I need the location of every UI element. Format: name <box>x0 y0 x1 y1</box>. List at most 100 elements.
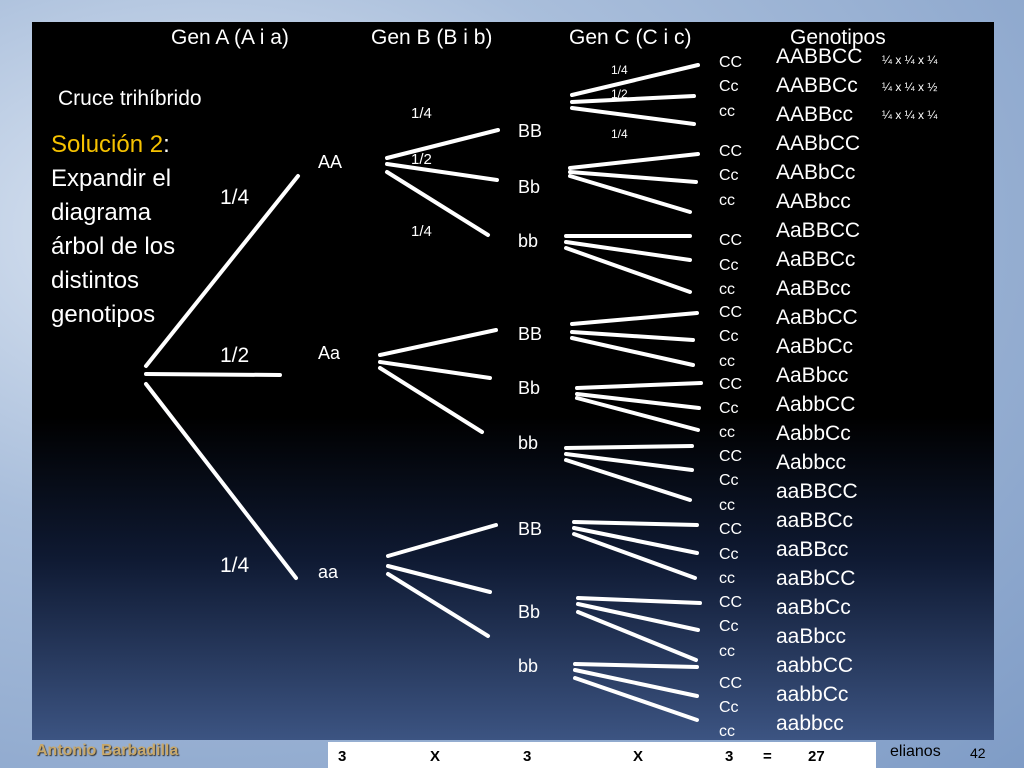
calc-op-1: X <box>430 748 441 765</box>
node-cc: cc <box>719 497 735 514</box>
cruce-label: Cruce trihíbrido <box>58 87 202 110</box>
genotype-5: AABbCc <box>776 161 856 184</box>
black-panel <box>32 22 994 740</box>
prob-l3-2: 1/2 <box>611 87 628 101</box>
calc-equals: = <box>763 748 772 765</box>
genotype-3: AABBcc <box>776 103 854 126</box>
genotype-18: aaBBcc <box>776 538 849 561</box>
fraction-2: ¼ x ¼ x ½ <box>882 80 938 94</box>
genotype-10: AaBbCC <box>776 306 858 329</box>
branch-l1-top <box>144 174 300 368</box>
genotype-21: aaBbcc <box>776 625 847 648</box>
prob-l1-mid: 1/2 <box>220 344 250 367</box>
prob-l1-top: 1/4 <box>220 186 250 209</box>
genotype-20: aaBbCc <box>776 596 851 619</box>
node-Cc: Cc <box>719 699 739 716</box>
branches-l3-9 <box>573 662 699 722</box>
genotype-2: AABBCc <box>776 74 858 97</box>
footer-title-fragment: elianos <box>890 743 941 760</box>
branch-l2-ab-bb3 <box>378 366 484 434</box>
node-CC: CC <box>719 675 743 692</box>
node-BB: BB <box>518 121 543 141</box>
node-Cc: Cc <box>719 472 739 489</box>
node-Bb: Bb <box>518 602 541 622</box>
genotype-23: aabbCc <box>776 683 849 706</box>
branch-l1-mid <box>144 372 282 377</box>
prob-l3-3: 1/4 <box>611 127 628 141</box>
genotype-6: AABbcc <box>776 190 851 213</box>
node-Cc: Cc <box>719 618 739 635</box>
genotype-12: AaBbcc <box>776 364 849 387</box>
branches-l3-6 <box>564 444 694 502</box>
solution-text: Solución 2: Expandir el diagrama árbol d… <box>51 128 175 332</box>
branch-l2-aa2-bb3 <box>386 572 490 638</box>
branches-l3-3 <box>564 234 692 294</box>
solution-highlight: Solución 2 <box>51 131 164 158</box>
node-Cc: Cc <box>719 257 739 274</box>
calc-op-2: X <box>633 748 644 765</box>
solution-line-2: Expandir el <box>51 165 172 192</box>
page-number: 42 <box>970 745 986 761</box>
fraction-1: ¼ x ¼ x ¼ <box>882 53 938 67</box>
node-BB: BB <box>518 324 543 344</box>
branch-l2-aa2-bb <box>386 523 498 558</box>
genotype-1: AABBCC <box>776 45 863 68</box>
branch-l1-bot <box>144 382 298 580</box>
node-Cc: Cc <box>719 400 739 417</box>
genotype-17: aaBBCc <box>776 509 854 532</box>
node-cc: cc <box>719 192 735 209</box>
node-cc: cc <box>719 353 735 370</box>
branch-l2-ab-bb2 <box>378 360 492 380</box>
node-cc: cc <box>719 723 735 740</box>
branch-l2-ab-bb <box>378 328 498 357</box>
genotype-24: aabbcc <box>776 712 844 735</box>
node-BB: BB <box>518 519 543 539</box>
solution-line-5: distintos <box>51 267 140 294</box>
branches-l3-4 <box>570 311 699 367</box>
node-bb: bb <box>518 656 539 676</box>
node-Bb: Bb <box>518 378 541 398</box>
node-CC: CC <box>719 594 743 611</box>
branches-l3-7 <box>572 520 699 580</box>
header-gen-a: Gen A (A i a) <box>171 26 289 49</box>
node-cc: cc <box>719 103 735 120</box>
solution-line-4: árbol de los <box>51 233 176 260</box>
node-CC: CC <box>719 143 743 160</box>
calc-term-3: 3 <box>725 748 734 765</box>
node-Cc: Cc <box>719 546 739 563</box>
genotype-15: Aabbcc <box>776 451 847 474</box>
solution-line-6: genotipos <box>51 301 156 328</box>
genotype-4: AABbCC <box>776 132 861 155</box>
calc-term-1: 3 <box>338 748 347 765</box>
node-Cc: Cc <box>719 167 739 184</box>
node-cc: cc <box>719 643 735 660</box>
branch-l2-aa-bb3 <box>385 170 490 237</box>
prob-l1-bot: 1/4 <box>220 554 250 577</box>
genotype-14: AabbCc <box>776 422 851 445</box>
node-Bb: Bb <box>518 177 541 197</box>
calc-bar <box>328 742 876 768</box>
header-gen-c: Gen C (C i c) <box>569 26 692 49</box>
node-Cc: Cc <box>719 78 739 95</box>
calc-term-2: 3 <box>523 748 532 765</box>
node-CC: CC <box>719 521 743 538</box>
branch-l2-aa-bb2 <box>385 162 499 182</box>
node-CC: CC <box>719 304 743 321</box>
genotype-22: aabbCC <box>776 654 854 677</box>
genotype-13: AabbCC <box>776 393 856 416</box>
genotype-7: AaBBCC <box>776 219 861 242</box>
author-name: Antonio Barbadilla <box>36 742 179 759</box>
branches-l3-5 <box>575 381 703 432</box>
node-cc: cc <box>719 281 735 298</box>
branches-l3-1 <box>570 63 700 126</box>
node-cc: cc <box>719 424 735 441</box>
prob-l2-3: 1/4 <box>411 223 432 240</box>
prob-l2-1: 1/4 <box>411 105 432 122</box>
node-CC: CC <box>719 54 743 71</box>
node-cc: cc <box>719 570 735 587</box>
node-bb: bb <box>518 433 539 453</box>
genotype-19: aaBbCC <box>776 567 856 590</box>
header-gen-b: Gen B (B i b) <box>371 26 493 49</box>
genotype-11: AaBbCc <box>776 335 854 358</box>
